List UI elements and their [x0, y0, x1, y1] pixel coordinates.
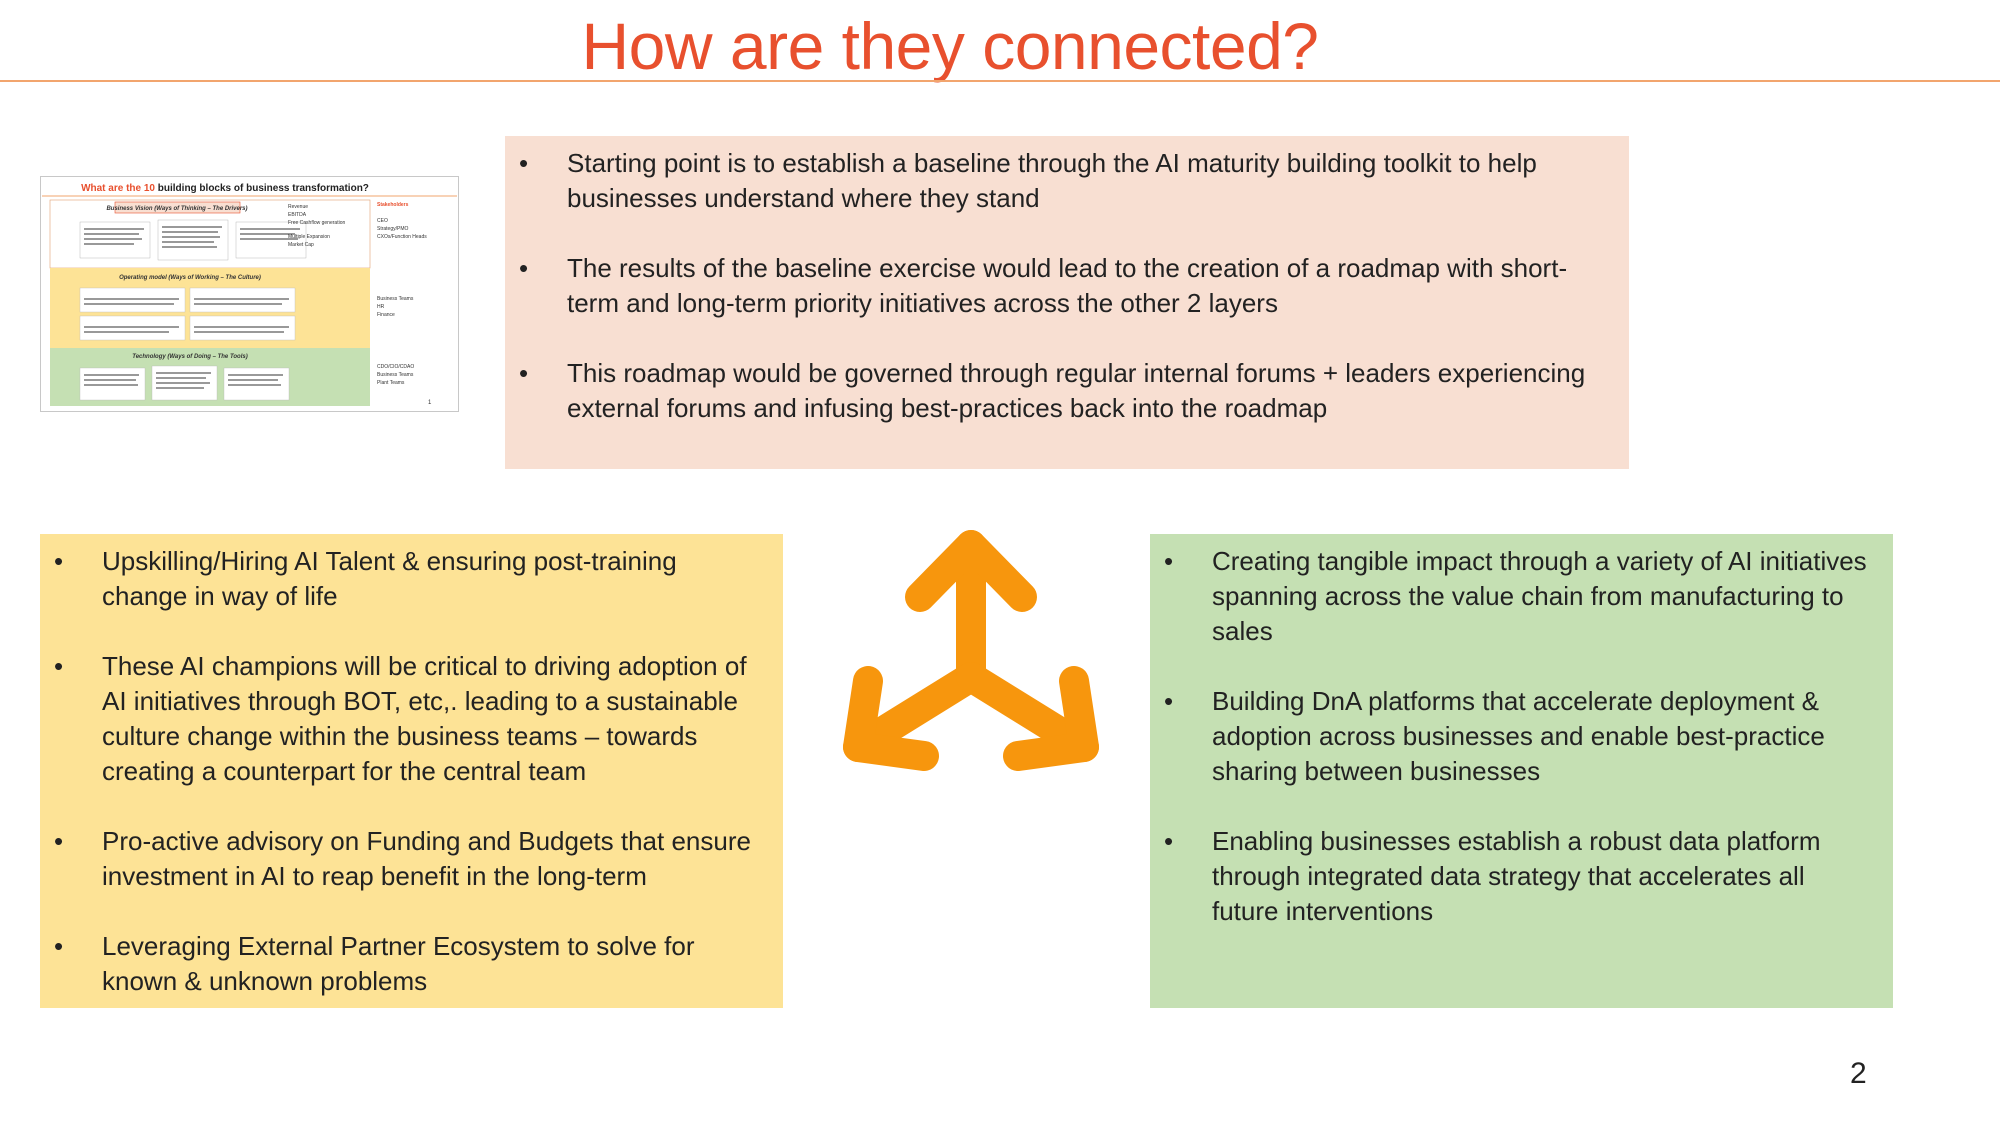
- thumbnail-stakeholder: Business Teams: [377, 296, 414, 302]
- thumbnail-stakeholder: Business Teams: [377, 372, 414, 378]
- building-blocks-thumbnail: What are the 10 building blocks of busin…: [40, 176, 459, 412]
- baseline-bullet-list: Starting point is to establish a baselin…: [505, 146, 1609, 426]
- thumbnail-stakeholder: Finance: [377, 312, 395, 318]
- list-item: These AI champions will be critical to d…: [40, 649, 769, 789]
- thumbnail-stakeholder: Strategy/PMO: [377, 226, 409, 232]
- svg-text:What are the 10 building block: What are the 10 building blocks of busin…: [81, 183, 369, 194]
- thumbnail-business-vision: Business Vision (Ways of Thinking – The …: [106, 206, 247, 212]
- list-item: Pro-active advisory on Funding and Budge…: [40, 824, 769, 894]
- thumbnail-page-number: 1: [428, 400, 432, 406]
- baseline-roadmap-box: Starting point is to establish a baselin…: [505, 136, 1629, 469]
- thumbnail-metric: Free Cashflow generation: [288, 220, 345, 226]
- thumbnail-metric: EBITDA: [288, 212, 307, 218]
- list-item: The results of the baseline exercise wou…: [505, 251, 1609, 321]
- list-item: Building DnA platforms that accelerate d…: [1150, 684, 1873, 789]
- operating-model-box: Upskilling/Hiring AI Talent & ensuring p…: [40, 534, 783, 1008]
- operating-model-bullet-list: Upskilling/Hiring AI Talent & ensuring p…: [40, 544, 769, 999]
- list-item: Enabling businesses establish a robust d…: [1150, 824, 1873, 929]
- thumbnail-stakeholder: HR: [377, 304, 385, 310]
- thumbnail-title-suffix: building blocks of business transformati…: [155, 183, 369, 194]
- page-number: 2: [1850, 1057, 1867, 1090]
- list-item: Upskilling/Hiring AI Talent & ensuring p…: [40, 544, 769, 614]
- list-item: Creating tangible impact through a varie…: [1150, 544, 1873, 649]
- thumbnail-stakeholders-heading: Stakeholders: [377, 202, 409, 208]
- thumbnail-operating-model: Operating model (Ways of Working – The C…: [119, 275, 261, 281]
- technology-box: Creating tangible impact through a varie…: [1150, 534, 1893, 1008]
- thumbnail-metric: Revenue: [288, 204, 308, 210]
- thumbnail-stakeholder: Plant Teams: [377, 380, 405, 386]
- list-item: Leveraging External Partner Ecosystem to…: [40, 929, 769, 999]
- thumbnail-metric: Market Cap: [288, 242, 314, 248]
- thumbnail-stakeholder: CEO: [377, 218, 388, 224]
- thumbnail-metric: Multiple Expansion: [288, 234, 330, 240]
- thumbnail-title-prefix: What are the: [81, 183, 144, 194]
- thumbnail-title-number: 10: [144, 183, 156, 194]
- thumbnail-stakeholder: CXOs/Function Heads: [377, 234, 427, 240]
- thumbnail-stakeholder: CDO/CIO/CDAO: [377, 364, 414, 370]
- list-item: This roadmap would be governed through r…: [505, 356, 1609, 426]
- slide-title: How are they connected?: [581, 9, 1319, 83]
- thumbnail-technology: Technology (Ways of Doing – The Tools): [132, 354, 247, 360]
- list-item: Starting point is to establish a baselin…: [505, 146, 1609, 216]
- three-way-arrow-icon: [843, 530, 1099, 771]
- technology-bullet-list: Creating tangible impact through a varie…: [1150, 544, 1873, 929]
- title-divider: [0, 80, 2000, 82]
